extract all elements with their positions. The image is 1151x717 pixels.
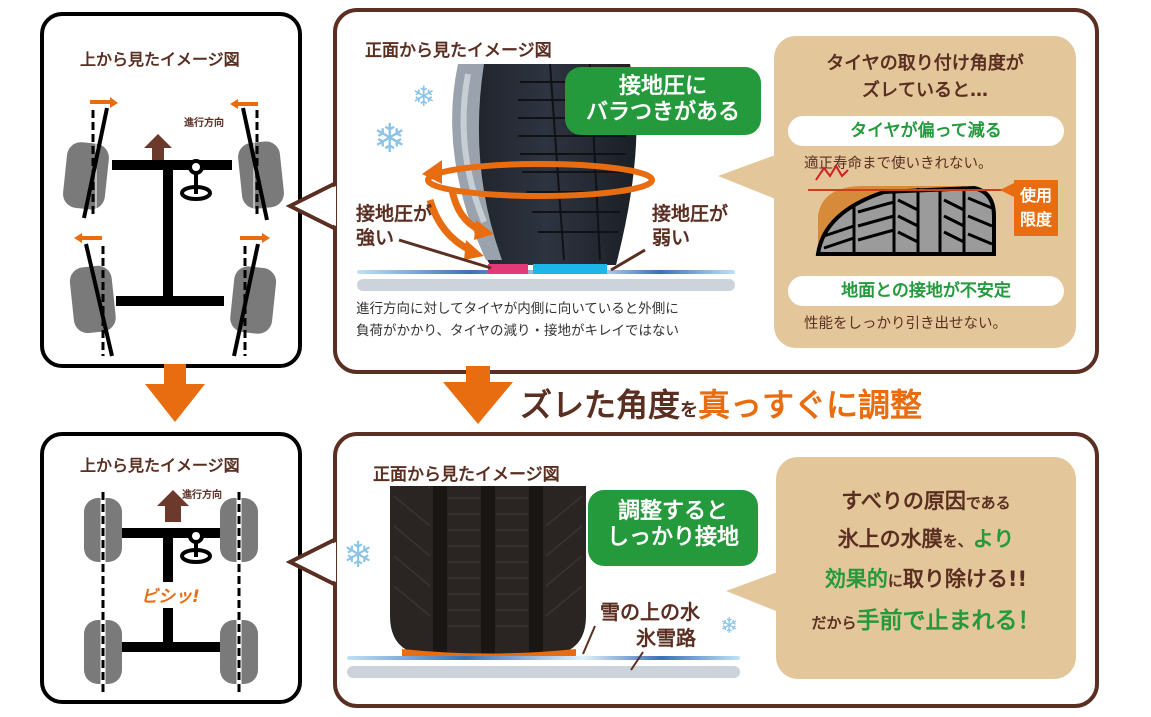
direction-label: 進行方向 <box>182 490 222 501</box>
tread-wear-diagram <box>808 164 1016 256</box>
wheel-front-right <box>238 141 284 209</box>
top-view-before-panel: 上から見たイメージ図 進行方向 <box>40 12 302 368</box>
effect-uneven-wear-note: 適正寿命まで使いきれない。 <box>804 156 993 172</box>
label-strong-pressure: 接地圧が 強い <box>356 203 433 249</box>
adjust-banner: ズレた角度を真っすぐに調整 <box>520 386 923 424</box>
result-box: すべりの原因である 氷上の水膜を、より 効果的に取り除ける!! だから手前で止ま… <box>776 457 1076 679</box>
snowflake-icon: ❄ <box>720 614 739 639</box>
icy-road-label: 氷雪路 <box>636 626 696 650</box>
speech-tail-top <box>285 182 336 230</box>
wear-limit-badge: 使用 限度 <box>1014 180 1058 236</box>
effect-uneven-wear: タイヤが偏って減る <box>788 116 1064 146</box>
tire-straight-illustration <box>390 486 586 660</box>
tan-speech-tail <box>718 154 778 200</box>
down-arrow-icon <box>145 364 205 422</box>
effect-unstable-contact-note: 性能をしっかり引き出せない。 <box>804 316 1007 332</box>
snowflake-icon: ❄ <box>373 116 407 162</box>
road-surface-after <box>347 625 740 678</box>
road-surface-before <box>357 238 735 291</box>
front-view-caption: 進行方向に対してタイヤが内側に向いていると外側に 負荷がかかり、タイヤの減り・接… <box>356 301 680 339</box>
top-view-after-panel: 上から見たイメージ図 進行方向 ビシッ! <box>40 432 302 704</box>
front-view-after-title: 正面から見たイメージ図 <box>373 465 560 485</box>
down-arrow-icon <box>443 366 513 424</box>
snowflake-icon: ❄ <box>343 535 374 576</box>
water-on-snow-label: 雪の上の水 <box>600 600 700 624</box>
effects-heading: タイヤの取り付け角度が ズレていると… <box>826 53 1024 101</box>
top-view-before-title: 上から見たイメージ図 <box>80 50 240 69</box>
car-chassis-misaligned-diagram <box>63 97 284 357</box>
direction-arrow-icon <box>144 134 172 162</box>
firm-contact-bubble: 調整すると しっかり接地 <box>588 490 758 566</box>
uneven-pressure-bubble: 接地圧に バラつきがある <box>565 67 761 135</box>
direction-arrow-icon <box>157 490 189 522</box>
tan-speech-tail <box>726 569 786 615</box>
label-weak-pressure: 接地圧が 弱い <box>652 203 729 249</box>
car-chassis-aligned-diagram <box>84 490 258 694</box>
top-view-after-title: 上から見たイメージ図 <box>80 456 240 475</box>
effect-unstable-contact: 地面との接地が不安定 <box>788 276 1064 306</box>
direction-label: 進行方向 <box>184 118 224 129</box>
front-view-before-title: 正面から見たイメージ図 <box>365 41 552 61</box>
snap-label: ビシッ! <box>141 587 200 607</box>
contact-weak <box>533 264 607 274</box>
contact-strong <box>488 264 528 274</box>
speech-tail-bottom <box>285 538 336 586</box>
snowflake-icon: ❄ <box>412 80 436 113</box>
effects-box: タイヤの取り付け角度が ズレていると… タイヤが偏って減る 適正寿命まで使いきれ… <box>774 36 1076 348</box>
